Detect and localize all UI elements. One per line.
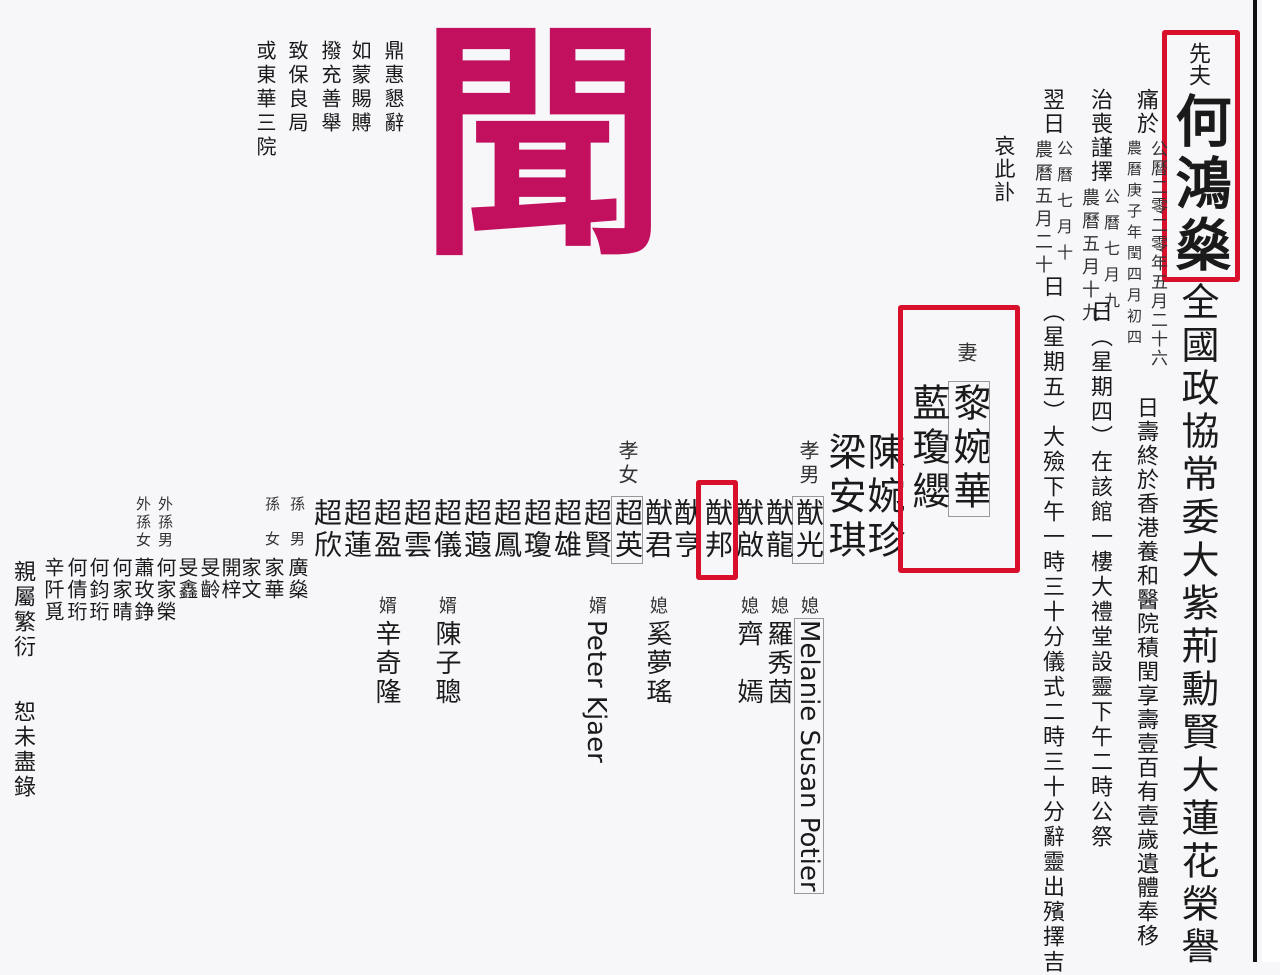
in-law-label: 婿 — [376, 596, 397, 614]
death-lunar-date: 農曆庚子年閏四月初四 — [1125, 140, 1143, 350]
grandson-daughter-side-label: 外孫男 — [156, 496, 174, 550]
funeral-western-date: 公曆七月十 — [1054, 140, 1073, 270]
grandchild-name: 蕭玫錚 — [131, 557, 155, 623]
son-name: 猷龍 — [762, 498, 795, 562]
page-edge — [1262, 0, 1280, 962]
son-name: 猷邦 — [701, 498, 734, 562]
wife-name: 陳婉珍 — [861, 432, 905, 564]
relatives-note: 親屬繁衍 — [10, 560, 35, 660]
daughter-name: 超英 — [611, 496, 644, 564]
page-border-line — [1253, 0, 1257, 962]
grandson-label: 孫男 — [288, 496, 306, 566]
grandchild-name: 家文 — [238, 557, 262, 601]
omission-note: 恕未盡錄 — [10, 700, 35, 800]
in-law-label: 媳 — [738, 596, 759, 614]
funeral-details: 日（星期五）大殮下午一時三十分儀式二時三十分辭靈出殯擇吉 — [1039, 275, 1064, 975]
in-law-label: 婿 — [436, 596, 457, 614]
in-law-name: 奚夢瑤 — [642, 620, 672, 707]
grandchild-name: 家華 — [261, 557, 285, 601]
deceased-name: 何鴻燊 — [1166, 92, 1231, 278]
in-law-name: Melanie Susan Potier — [794, 618, 824, 894]
donation-note-line: 致保良局 — [285, 40, 309, 136]
grandchild-name: 何家榮 — [153, 557, 177, 623]
grandchild-name: 旻齡 — [197, 557, 221, 601]
donation-note-line: 如蒙賜賻 — [348, 40, 372, 136]
granddaughter-label: 孫女 — [263, 496, 281, 566]
funeral-lunar-date: 農曆五月二十 — [1032, 140, 1053, 278]
in-law-label: 媳 — [798, 596, 819, 614]
daughter-name: 超蕸 — [460, 498, 493, 562]
wife-label: 妻 — [954, 342, 978, 362]
son-name: 猷光 — [792, 496, 825, 564]
in-law-label: 媳 — [647, 596, 668, 614]
death-details: 日壽終於香港養和醫院積閏享壽壹百有壹歲遺體奉移 — [1133, 396, 1158, 948]
daughter-name: 超儀 — [430, 498, 463, 562]
wake-lunar-date: 農曆五月十九 — [1079, 188, 1100, 326]
death-western-date: 公曆二零二零年五月二十六 — [1147, 140, 1167, 368]
granddaughter-daughter-side-label: 外孫女 — [134, 496, 152, 550]
daughter-name: 超雄 — [550, 498, 583, 562]
in-law-name: 陳子聰 — [431, 620, 461, 707]
donation-note-line: 鼎惠懇辭 — [381, 40, 405, 136]
wake-details: 日（星期四）在該館一樓大禮堂設靈下午二時公祭 — [1087, 300, 1112, 850]
grandchild-name: 開梓 — [218, 557, 242, 601]
daughters-label: 孝女 — [615, 440, 639, 488]
daughter-name: 超盈 — [370, 498, 403, 562]
wife-name: 黎婉華 — [947, 381, 991, 517]
daughter-name: 超欣 — [310, 498, 343, 562]
wake-lead: 治喪謹擇 — [1087, 88, 1112, 184]
wife-name: 藍瓊纓 — [906, 383, 950, 515]
son-name: 猷君 — [641, 498, 674, 562]
in-law-name: 辛奇隆 — [371, 620, 401, 707]
deceased-highlight-box — [1162, 30, 1240, 282]
daughter-name: 超雲 — [400, 498, 433, 562]
sons-label: 孝男 — [796, 440, 820, 488]
in-law-label: 婿 — [586, 596, 607, 614]
daughter-name: 超瓊 — [520, 498, 553, 562]
closing-text: 哀此訃 — [992, 135, 1016, 204]
grandchild-name: 何倩珩 — [64, 557, 88, 623]
donation-note-line: 撥充善舉 — [318, 40, 342, 136]
grandchild-name: 何鈞珩 — [86, 557, 110, 623]
in-law-name: 羅秀茵 — [763, 620, 793, 707]
in-law-name: 齊 嫣 — [733, 620, 763, 707]
funeral-lead: 翌日 — [1039, 88, 1064, 136]
grandchild-name: 旻鑫 — [175, 557, 199, 601]
deceased-prefix: 先夫 — [1185, 42, 1210, 86]
deceased-titles: 全國政協常委大紫荊勳賢大蓮花榮譽 — [1175, 282, 1219, 970]
in-law-label: 媳 — [768, 596, 789, 614]
grandchild-name: 廣燊 — [285, 557, 309, 601]
headline-glyph: 聞 — [418, 0, 668, 290]
wake-western-date: 公曆七月九 — [1101, 188, 1120, 318]
donation-note-line: 或東華三院 — [253, 40, 277, 160]
grandchild-name: 何家晴 — [109, 557, 133, 623]
grandchild-name: 辛阡覓 — [41, 557, 65, 623]
daughter-name: 超賢 — [580, 498, 613, 562]
son-name: 猷啟 — [732, 498, 765, 562]
wives-highlight-box — [898, 305, 1020, 573]
death-lead: 痛於 — [1133, 88, 1158, 136]
daughter-name: 超蓮 — [340, 498, 373, 562]
daughter-name: 超鳳 — [490, 498, 523, 562]
son-highlight-box — [696, 480, 738, 580]
wife-name: 梁安琪 — [822, 432, 866, 564]
in-law-name: Peter Kjaer — [581, 620, 611, 763]
